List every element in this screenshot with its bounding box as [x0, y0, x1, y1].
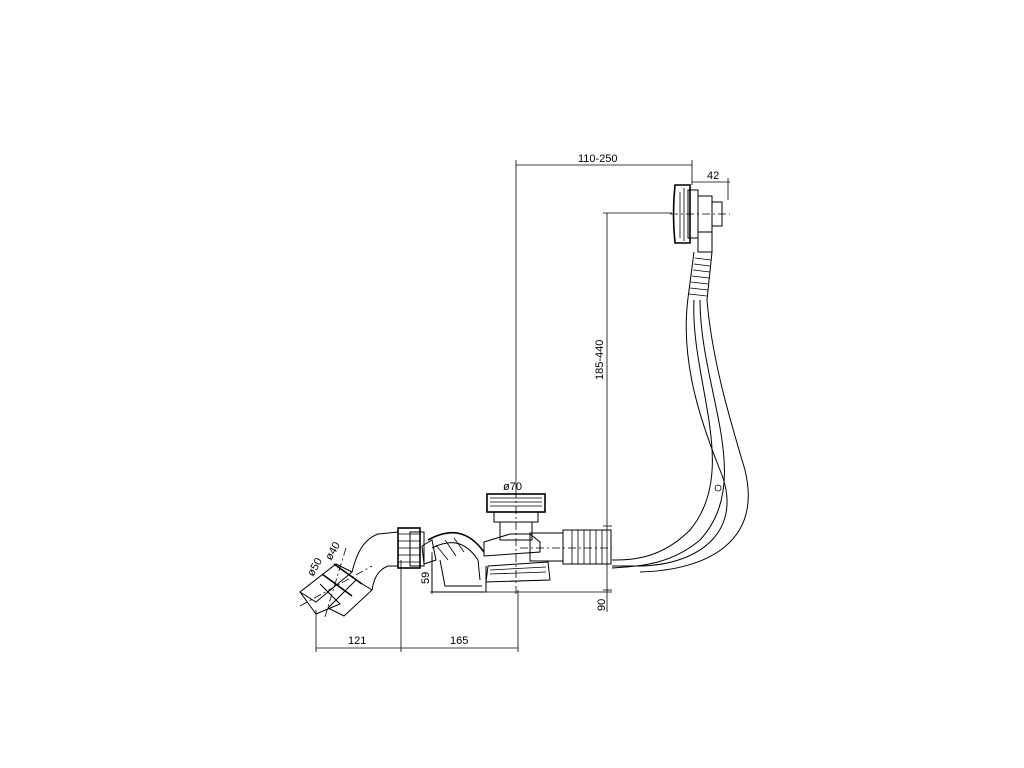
- dim-drain-to-trap: 165: [450, 635, 468, 647]
- dim-outlet-length: 121: [348, 635, 366, 647]
- overflow-pipe: [520, 529, 612, 565]
- flexible-hose: [611, 251, 749, 573]
- dim-base-height: 90: [596, 599, 608, 611]
- dim-overflow-height: 185-440: [594, 340, 606, 380]
- elbow-outlet: [299, 531, 399, 621]
- drain-plug: [483, 490, 551, 596]
- dim-overflow-width: 42: [707, 170, 719, 182]
- dim-drain-diameter: ø70: [503, 481, 522, 493]
- dim-outlet-diameter-40: ø40: [323, 540, 343, 562]
- dimension-lines: [315, 160, 730, 652]
- overflow-head: [670, 184, 730, 253]
- trap-body: [421, 532, 487, 593]
- dim-trap-height: 59: [420, 572, 432, 584]
- dim-overflow-offset: 110-250: [578, 153, 618, 165]
- coupling-nut: [397, 527, 425, 569]
